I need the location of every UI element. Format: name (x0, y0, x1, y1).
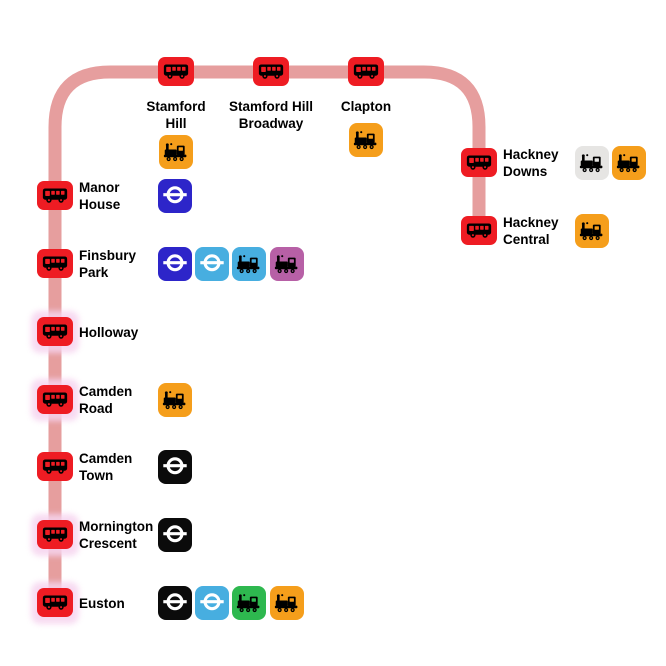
interchange-badge-train (349, 123, 383, 157)
station-label-line: Stamford Hill (228, 99, 313, 114)
station-marker (37, 588, 73, 617)
roundel-icon (163, 457, 187, 475)
station-marker (37, 452, 73, 481)
station-label-line: Manor (79, 180, 120, 195)
station-marker (37, 317, 73, 346)
train-icon (162, 390, 186, 409)
bus-icon (42, 392, 68, 407)
station-label-line: Stamford (146, 99, 206, 114)
station-label-line: Camden (79, 384, 133, 399)
station-label-line: Crescent (79, 536, 137, 551)
station-label-line: Mornington (79, 519, 154, 534)
bus-icon (42, 459, 68, 474)
station-label-line: Broadway (238, 116, 304, 131)
station-label-line: Park (79, 265, 109, 280)
interchange-badge-roundel (195, 247, 229, 281)
station-label-line: Euston (79, 595, 125, 611)
interchange-badge-train (612, 146, 646, 180)
roundel-icon (200, 593, 224, 611)
train-icon (236, 593, 260, 612)
interchange-badge-train (232, 586, 266, 620)
station-marker (348, 57, 384, 86)
station-label-line: Road (79, 401, 113, 416)
bus-icon (258, 64, 284, 79)
bus-icon (42, 324, 68, 339)
roundel-icon (163, 254, 187, 272)
train-icon (274, 254, 298, 273)
station-marker (37, 520, 73, 549)
roundel-icon (163, 186, 187, 204)
train-icon (616, 153, 640, 172)
station-marker (461, 148, 497, 177)
station-label: Clapton (291, 98, 441, 115)
roundel-icon (163, 525, 187, 543)
interchange-badge-train (270, 586, 304, 620)
interchange-badge-roundel (195, 586, 229, 620)
bus-icon (42, 256, 68, 271)
roundel-icon (163, 593, 187, 611)
bus-icon (42, 527, 68, 542)
bus-icon (466, 155, 492, 170)
interchange-badge-roundel (158, 450, 192, 484)
station-marker (253, 57, 289, 86)
station-label-line: Hill (165, 116, 187, 131)
station-marker (37, 181, 73, 210)
bus-icon (353, 64, 379, 79)
station-label: Holloway (79, 324, 138, 341)
station-label-line: Hackney (503, 147, 559, 162)
interchange-badge-train (575, 214, 609, 248)
bus-icon (163, 64, 189, 79)
train-icon (353, 130, 377, 149)
station-label-line: Downs (503, 164, 548, 179)
station-label-line: House (79, 197, 121, 212)
train-icon (274, 593, 298, 612)
interchange-badge-train (158, 383, 192, 417)
station-marker (158, 57, 194, 86)
interchange-badge-train (575, 146, 609, 180)
station-label-line: Holloway (79, 324, 139, 340)
station-marker (37, 385, 73, 414)
train-icon (579, 153, 603, 172)
station-label-line: Camden (79, 451, 133, 466)
interchange-badge-roundel (158, 247, 192, 281)
station-label: Euston (79, 595, 125, 612)
interchange-badge-train (232, 247, 266, 281)
interchange-badge-train (159, 135, 193, 169)
station-marker (37, 249, 73, 278)
bus-icon (466, 223, 492, 238)
train-icon (163, 142, 187, 161)
interchange-badge-roundel (158, 518, 192, 552)
station-label-line: Finsbury (79, 248, 137, 263)
train-icon (579, 221, 603, 240)
roundel-icon (200, 254, 224, 272)
bus-icon (42, 595, 68, 610)
station-marker (461, 216, 497, 245)
station-label-line: Clapton (340, 99, 392, 114)
interchange-badge-roundel (158, 179, 192, 213)
interchange-badge-train (270, 247, 304, 281)
station-label-line: Hackney (503, 215, 559, 230)
interchange-badge-roundel (158, 586, 192, 620)
station-label-line: Town (79, 468, 114, 483)
bus-icon (42, 188, 68, 203)
train-icon (236, 254, 260, 273)
station-label-line: Central (503, 232, 550, 247)
